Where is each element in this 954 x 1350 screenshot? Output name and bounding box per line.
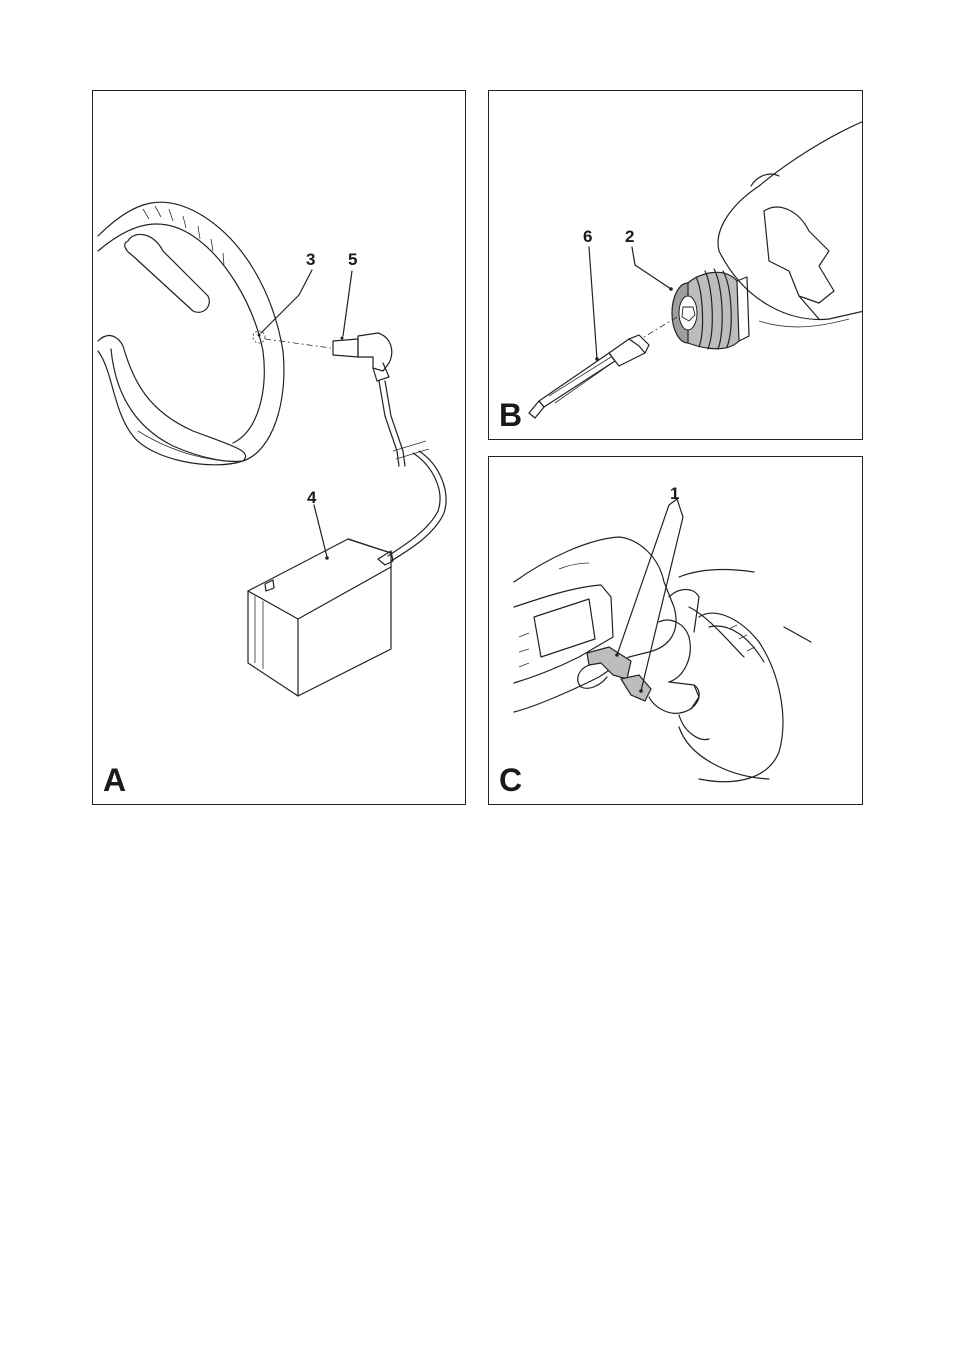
figure-panel-a: 3 5 4 A: [92, 90, 466, 805]
switch-operation-illustration: [489, 457, 863, 805]
callout-charger-unit: 4: [307, 489, 316, 506]
callout-bit-holder: 2: [625, 228, 634, 245]
callout-screwdriver-bit: 6: [583, 228, 592, 245]
callout-charging-port: 3: [306, 251, 315, 268]
bit-insertion-illustration: [489, 91, 863, 440]
callout-forward-reverse-switch: 1: [670, 485, 679, 502]
charger-connection-illustration: [93, 91, 466, 805]
panel-letter-b: B: [499, 399, 522, 431]
callout-charger-plug: 5: [348, 251, 357, 268]
panel-letter-a: A: [103, 764, 126, 796]
figure-panel-c: 1 C: [488, 456, 863, 805]
panel-letter-c: C: [499, 764, 522, 796]
figure-panel-b: 6 2 B: [488, 90, 863, 440]
